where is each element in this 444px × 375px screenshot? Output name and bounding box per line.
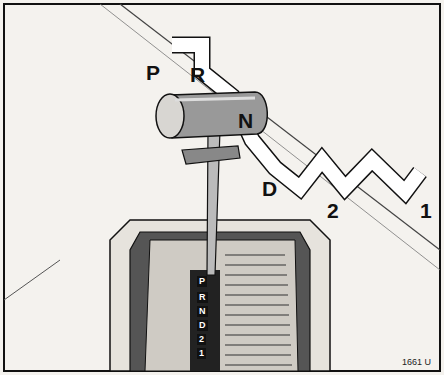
console-housing bbox=[110, 220, 330, 371]
console-edge bbox=[120, 4, 440, 250]
indicator-label: D bbox=[197, 320, 208, 331]
gear-position-label: P bbox=[146, 62, 160, 83]
indicator-label: 2 bbox=[197, 334, 206, 345]
frame bbox=[4, 4, 440, 371]
indicator-label: N bbox=[197, 306, 208, 317]
figure-number: 1661 U bbox=[402, 358, 431, 367]
gear-position-label: 2 bbox=[327, 200, 339, 221]
slot-ribs bbox=[225, 255, 292, 365]
gear-position-label: D bbox=[262, 178, 277, 199]
indicator-strip bbox=[190, 270, 220, 371]
indicator-label: P bbox=[197, 276, 207, 287]
shift-slot-cover bbox=[145, 240, 298, 371]
indicator-label: 1 bbox=[197, 348, 206, 359]
console-panel bbox=[130, 232, 310, 371]
release-button bbox=[182, 146, 240, 164]
indicator-label: R bbox=[197, 292, 208, 303]
gear-position-label: N bbox=[238, 110, 253, 131]
knob-highlight bbox=[175, 98, 255, 100]
gear-position-label: 1 bbox=[420, 200, 432, 221]
console-edge bbox=[4, 260, 60, 300]
gear-position-label: R bbox=[190, 64, 205, 85]
